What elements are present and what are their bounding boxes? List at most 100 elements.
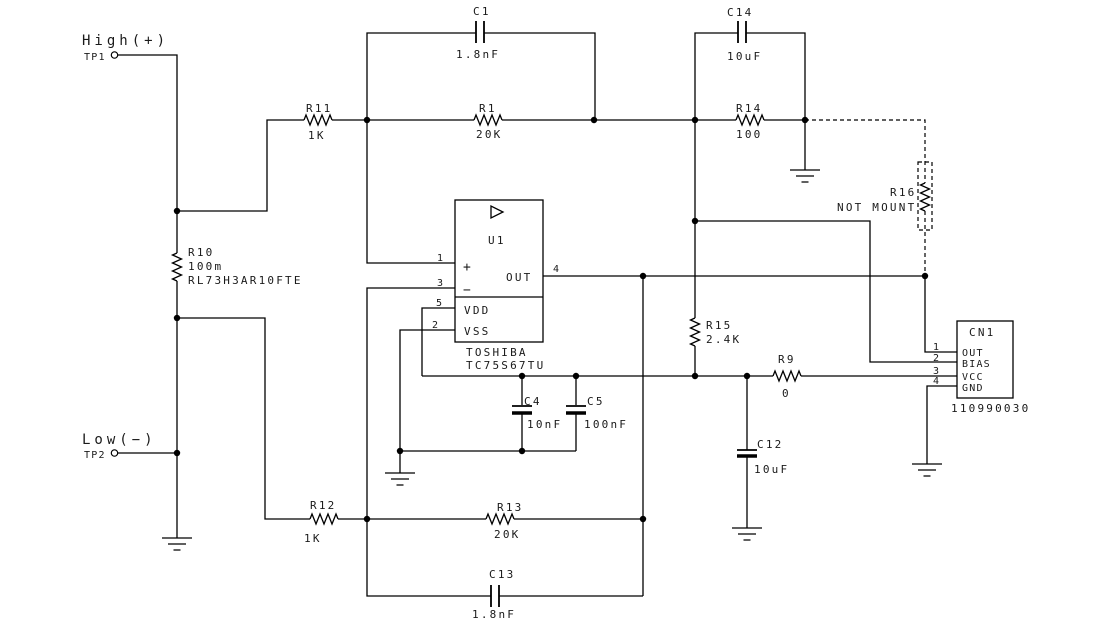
r16-ref-label: R16 — [890, 186, 916, 199]
c13-ref-label: C13 — [489, 568, 515, 581]
c13-value-label: 1.8nF — [472, 608, 516, 621]
r9-value-label: 0 — [782, 387, 791, 400]
r13-ref-label: R13 — [497, 501, 523, 514]
r12-ref-label: R12 — [310, 499, 336, 512]
u1-pin2-number: 2 — [432, 320, 439, 331]
r11-value-label: 1K — [308, 129, 326, 142]
c14-ref-label: C14 — [727, 6, 753, 19]
r10-ref-label: R10 — [188, 246, 214, 259]
c4-ref-label: C4 — [524, 395, 542, 408]
c12-symbol — [737, 449, 757, 458]
u1-part-label: TC75S67TU — [466, 359, 545, 372]
u1-pin3-number: 3 — [437, 278, 444, 289]
c1-ref-label: C1 — [473, 5, 491, 18]
ground-symbols — [161, 169, 943, 551]
r12-value-label: 1K — [304, 532, 322, 545]
cn1-pin1-name: OUT — [962, 348, 984, 359]
c4-symbol — [512, 405, 532, 415]
r1-value-label: 20K — [476, 128, 502, 141]
c14-value-label: 10uF — [727, 50, 762, 63]
ground-tp2 — [161, 537, 193, 551]
c14-symbol — [737, 21, 747, 43]
c13-symbol — [490, 585, 500, 607]
u1-manufacturer-label: TOSHIBA — [466, 346, 528, 359]
opamp-triangle-icon — [490, 204, 505, 220]
r15-value-label: 2.4K — [706, 333, 741, 346]
cn1-pin3-number: 3 — [933, 366, 940, 377]
u1-pin5-number: 5 — [436, 298, 443, 309]
resistor-symbols — [171, 114, 931, 525]
cn1-pin1-number: 1 — [933, 342, 940, 353]
tp2-title-label: Low(−) — [82, 432, 157, 448]
junction-dots — [173, 116, 929, 523]
tp1-ref-label: TP1 — [84, 52, 106, 63]
cn1-pin3-name: VCC — [962, 372, 984, 383]
c12-value-label: 10uF — [754, 463, 789, 476]
u1-opamp: U1 + − OUT VDD VSS 1 3 5 2 4 TOSHIBA TC7… — [432, 199, 560, 372]
r16-symbol — [919, 182, 931, 212]
u1-out-label: OUT — [506, 271, 532, 284]
tp2-ref-label: TP2 — [84, 450, 106, 461]
r12-symbol — [309, 513, 339, 525]
wire-minus-input — [366, 287, 643, 597]
r10-value-label: 100m — [188, 260, 223, 273]
wire-high-input — [118, 54, 474, 253]
wire-bias-rail — [502, 32, 806, 170]
cn1-pin2-name: BIAS — [962, 359, 991, 370]
wire-low-input — [118, 281, 367, 538]
r11-ref-label: R11 — [306, 102, 332, 115]
ground-cn1 — [911, 463, 943, 477]
wire-cap-legs — [521, 376, 748, 528]
wire-output — [543, 275, 957, 596]
c1-value-label: 1.8nF — [456, 48, 500, 61]
u1-pin4-number: 4 — [553, 264, 560, 275]
r16-not-mount-outline — [917, 161, 933, 231]
wires — [118, 32, 957, 597]
r1-symbol — [473, 114, 503, 126]
cn1-pin4-number: 4 — [933, 376, 940, 387]
cn1-pin2-number: 2 — [933, 353, 940, 364]
r9-ref-label: R9 — [778, 353, 796, 366]
cn1-ref-label: CN1 — [969, 326, 995, 339]
r14-value-label: 100 — [736, 128, 762, 141]
wire-plus-input — [366, 120, 455, 264]
wire-gnd-rail — [399, 329, 576, 473]
r15-ref-label: R15 — [706, 319, 732, 332]
u1-pin1-number: 1 — [437, 253, 444, 264]
u1-vss-label: VSS — [464, 325, 490, 338]
cn1-part-label: 110990030 — [951, 402, 1030, 415]
r1-ref-label: R1 — [479, 102, 497, 115]
u1-vdd-label: VDD — [464, 304, 490, 317]
r10-part-label: RL73H3AR10FTE — [188, 274, 303, 287]
r16-note-label: NOT MOUNT — [837, 201, 916, 214]
u1-minus-label: − — [463, 283, 471, 298]
r13-symbol — [485, 513, 515, 525]
ground-c12 — [731, 527, 763, 541]
component-labels: R11 1K C1 1.8nF R1 20K C14 10uF R14 100 … — [188, 5, 916, 621]
c5-ref-label: C5 — [587, 395, 605, 408]
wire-vdd-rail — [421, 307, 957, 377]
r14-ref-label: R14 — [736, 102, 762, 115]
cn1-box — [956, 320, 1014, 399]
wire-c1-loop — [366, 32, 596, 120]
r11-symbol — [303, 114, 333, 126]
capacitor-symbols — [475, 21, 757, 607]
u1-ref-label: U1 — [488, 234, 506, 247]
r10-symbol — [171, 252, 183, 282]
c1-symbol — [475, 21, 485, 43]
ground-r14 — [789, 169, 821, 183]
tp2-terminal — [110, 449, 119, 457]
tp1-terminal — [110, 51, 119, 59]
u1-plus-label: + — [463, 260, 471, 275]
r14-symbol — [735, 114, 765, 126]
c12-ref-label: C12 — [757, 438, 783, 451]
c5-symbol — [566, 405, 586, 415]
r15-symbol — [689, 317, 701, 347]
c4-value-label: 10nF — [527, 418, 562, 431]
cn1-pin4-name: GND — [962, 383, 984, 394]
cn1-connector: CN1 OUT BIAS VCC GND 1 2 3 4 110990030 — [933, 320, 1030, 415]
u1-box — [454, 199, 544, 343]
r13-value-label: 20K — [494, 528, 520, 541]
